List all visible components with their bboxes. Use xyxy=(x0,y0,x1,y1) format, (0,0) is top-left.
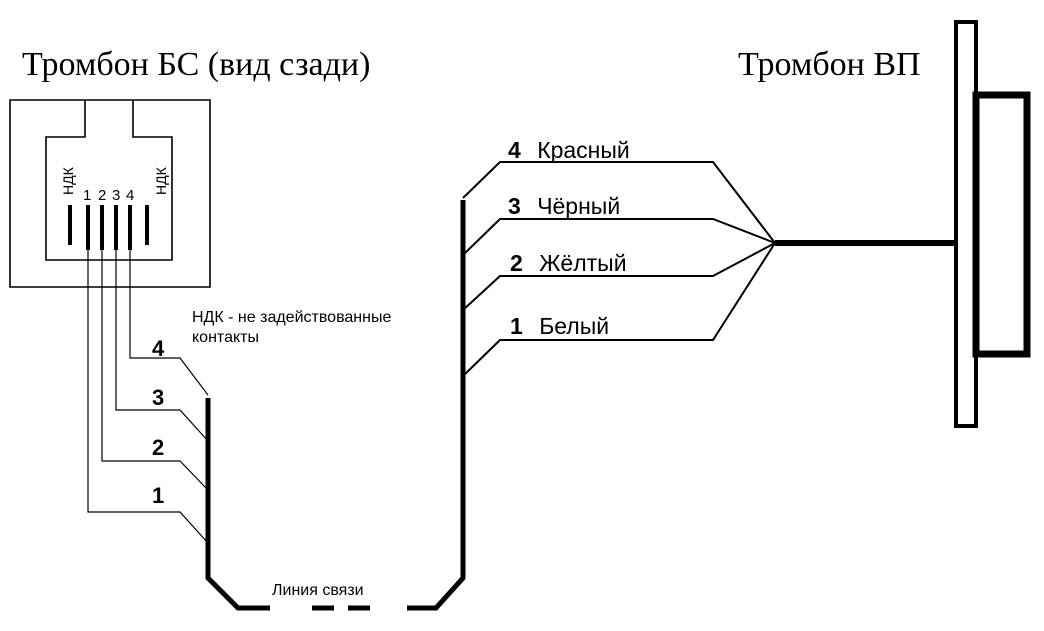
title-left: Тромбон БС (вид сзади) xyxy=(22,46,370,83)
wire-pin-3 xyxy=(115,250,209,442)
connector-rj xyxy=(9,99,211,288)
pin-number-1: 1 xyxy=(83,187,91,204)
ndk-note-line1: НДК - не задействованные xyxy=(192,309,391,326)
right-wire-number-4: 4 xyxy=(508,137,521,163)
right-wire-name-1: Белый xyxy=(539,313,609,339)
right-wire-name-2: Жёлтый xyxy=(539,250,626,276)
communication-line xyxy=(205,200,466,611)
right-wire-number-3: 3 xyxy=(508,193,521,219)
right-wires xyxy=(462,161,776,377)
plug-body xyxy=(972,91,1031,358)
right-wire-name-3: Чёрный xyxy=(537,193,620,219)
ndk-label-left: НДК xyxy=(60,166,76,195)
line-right-section xyxy=(407,200,466,611)
wire-pin-4 xyxy=(129,250,209,396)
right-wire-label-4: 4 Красный xyxy=(508,137,630,163)
left-wire-number-1: 1 xyxy=(152,483,164,508)
wire-red xyxy=(462,161,776,244)
left-wire-number-3: 3 xyxy=(152,385,164,410)
wire-pin-1 xyxy=(87,250,209,544)
pin-number-4: 4 xyxy=(126,187,134,204)
right-wire-label-3: 3 Чёрный xyxy=(508,193,620,219)
left-wire-number-2: 2 xyxy=(152,435,164,460)
wire-black xyxy=(462,218,776,256)
connector-latch-outline xyxy=(45,100,173,261)
right-wire-label-2: 2 Жёлтый xyxy=(510,250,627,276)
wire-pin-2 xyxy=(101,250,209,491)
ndk-label-right: НДК xyxy=(153,166,169,195)
ndk-note-line2: контакты xyxy=(192,329,259,346)
pin-number-2: 2 xyxy=(98,187,106,204)
wire-white xyxy=(462,242,776,377)
connector-outer-body xyxy=(9,99,211,288)
right-wire-name-4: Красный xyxy=(537,137,630,163)
pin-number-3: 3 xyxy=(112,187,120,204)
left-wires xyxy=(87,250,209,544)
title-right: Тромбон ВП xyxy=(738,46,921,83)
right-wire-label-1: 1 Белый xyxy=(510,313,609,339)
right-wire-number-2: 2 xyxy=(510,250,523,276)
left-wire-number-4: 4 xyxy=(152,336,165,361)
wire-yellow xyxy=(462,242,776,311)
connector-contacts xyxy=(68,205,149,250)
line-left-section xyxy=(205,398,270,611)
line-label: Линия связи xyxy=(272,582,364,599)
right-wire-number-1: 1 xyxy=(510,313,523,339)
